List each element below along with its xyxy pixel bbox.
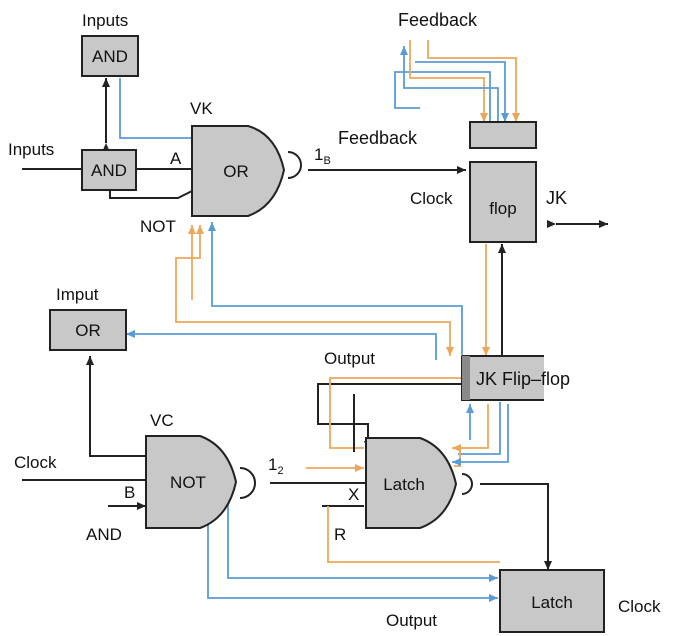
latch-box [499,569,605,633]
not-to-latchbox-blue-2 [227,496,498,582]
or-gate-vk-label: OR [223,162,249,181]
label-output-mid: Output [324,349,375,368]
orange-loop-to-jk [175,298,454,356]
or-gate-bubble [287,151,302,179]
label-1b-main: 1 [314,145,323,164]
not-gate-vc [145,435,238,529]
output-loop-dark [317,383,462,450]
label-1-2-sub: 2 [277,465,283,477]
latch-box-label: Latch [531,593,573,612]
latch-output-wire [480,483,552,570]
jk-flipflop-bar [462,356,470,400]
label-1b: 1B [314,145,331,167]
latch-gate-bubble [461,473,473,495]
label-inputs-left: Inputs [8,140,54,159]
flop-top-box [469,121,537,149]
label-1-2-main: 1 [268,455,277,474]
label-r: R [334,525,346,544]
label-vk: VK [190,99,213,118]
flop-box [469,161,537,243]
label-jk: JK [546,188,567,208]
and-gate-mid-label: AND [91,161,127,180]
not-gate-vc-label: NOT [170,473,206,492]
label-imput: Imput [56,285,99,304]
or-gate-vk [191,125,286,217]
latch-gate [365,437,458,529]
feedback-wire-blue-2 [415,61,509,122]
not-gate-bubble [239,467,256,499]
label-clock-top: Clock [410,189,453,208]
and-gate-top-label: AND [92,47,128,66]
not-to-imput-wire [86,356,156,457]
label-feedback-top: Feedback [398,10,478,30]
or-box-imput-label: OR [75,321,101,340]
feedback-wire-blue-1 [394,71,491,124]
not-wire [109,187,199,199]
label-b: B [124,483,135,502]
or-box-imput [49,309,127,351]
blue-to-imput-or [126,330,437,360]
blue-return-to-or [208,222,463,358]
feedback-wire-orange-1 [409,40,488,122]
label-inputs-top: Inputs [82,11,128,30]
feedback-wire-blue-3 [400,46,499,124]
label-feedback-mid: Feedback [338,128,418,148]
output-loop-orange [329,377,462,449]
label-output-bottom: Output [386,611,437,630]
label-a: A [170,149,182,168]
label-not: NOT [140,217,176,236]
jk-to-latch-orange [452,404,489,452]
latch-feedback-orange [454,446,461,467]
label-clock-right: Clock [618,597,661,616]
latch-gate-label: Latch [383,475,425,494]
label-1b-sub: B [323,155,330,167]
feedback-wire-orange-2 [427,40,520,122]
jk-flipflop-label: JK Flip–flop [476,369,570,389]
jk-to-latch-blue [458,402,501,455]
flop-box-label: flop [489,199,516,218]
not-to-latchbox-blue-1 [207,500,498,602]
jk-flipflop-box [462,356,544,400]
and-gate-top [81,35,139,77]
r-input-orange [327,506,500,563]
label-clock-left: Clock [14,453,57,472]
label-x: X [348,485,359,504]
and-to-or-blue [119,78,198,139]
jk-to-latch-blue-2 [452,404,509,466]
label-and-bottom: AND [86,525,122,544]
and-gate-mid [81,149,137,191]
label-1-2: 12 [268,455,284,477]
label-vc: VC [150,411,174,430]
orange-into-or-1 [175,225,204,298]
